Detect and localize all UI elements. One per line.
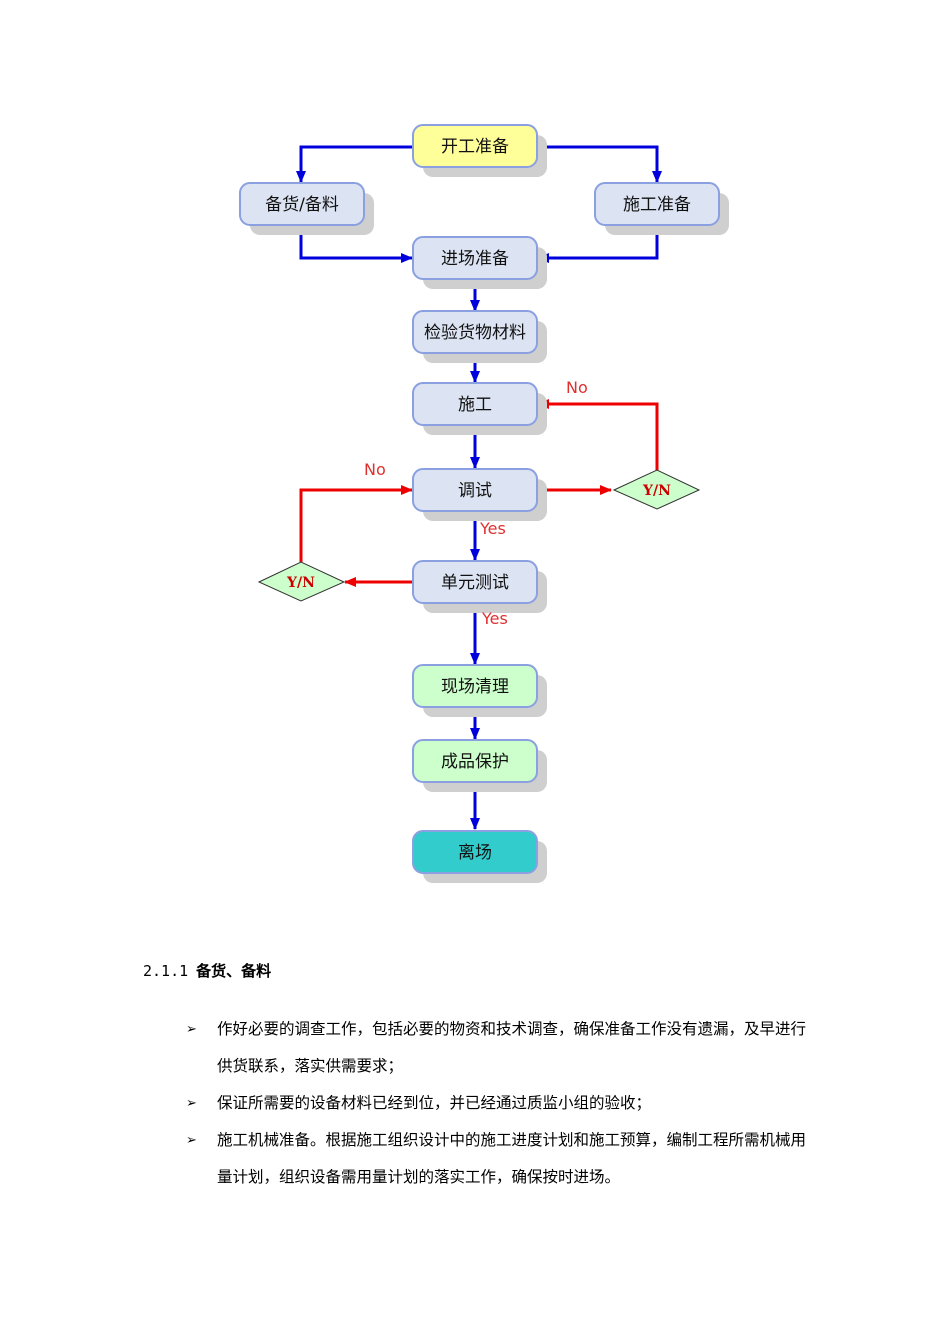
node-leave-label: 离场 (458, 843, 492, 863)
node-start-label: 开工准备 (441, 137, 509, 157)
bullet-text: 作好必要的调查工作，包括必要的物资和技术调查，确保准备工作没有遗漏，及早进行供货… (217, 1020, 807, 1075)
list-item: ➢ 作好必要的调查工作，包括必要的物资和技术调查，确保准备工作没有遗漏，及早进行… (186, 1011, 816, 1085)
arrow-decision-to-construct (537, 399, 659, 470)
section-number: 2.1.1 (143, 962, 189, 980)
bullet-list: ➢ 作好必要的调查工作，包括必要的物资和技术调查，确保准备工作没有遗漏，及早进行… (186, 1011, 816, 1196)
list-item: ➢ 保证所需要的设备材料已经到位，并已经通过质监小组的验收； (186, 1085, 816, 1122)
edge-label-no-top: No (566, 378, 588, 397)
section-title: 备货、备料 (196, 962, 272, 980)
node-cleanup: 现场清理 (412, 664, 547, 717)
node-prep-label: 施工准备 (623, 195, 691, 215)
node-debug-label: 调试 (458, 481, 492, 501)
list-item: ➢ 施工机械准备。根据施工组织设计中的施工进度计划和施工预算，编制工程所需机械用… (186, 1122, 816, 1196)
loop-arrows (299, 399, 659, 587)
node-inspect-label: 检验货物材料 (424, 323, 526, 343)
node-inspect: 检验货物材料 (412, 310, 547, 363)
arrow-start-to-stock (296, 145, 415, 183)
node-stock: 备货/备料 (239, 182, 374, 235)
node-construct-label: 施工 (458, 395, 492, 415)
section-heading: 2.1.1 备货、备料 (143, 960, 271, 981)
bullet-text: 保证所需要的设备材料已经到位，并已经通过质监小组的验收； (217, 1094, 652, 1112)
bullet-arrow-icon: ➢ (186, 1096, 197, 1111)
node-enter-label: 进场准备 (441, 249, 509, 269)
node-enter: 进场准备 (412, 236, 547, 289)
node-start: 开工准备 (412, 124, 547, 177)
node-protect-label: 成品保护 (441, 752, 509, 772)
node-protect: 成品保护 (412, 739, 547, 792)
node-prep: 施工准备 (594, 182, 729, 235)
node-construct: 施工 (412, 382, 547, 435)
decision-right-label: Y/N (642, 483, 671, 499)
arrow-stock-to-enter (299, 225, 413, 263)
bullet-arrow-icon: ➢ (186, 1022, 197, 1037)
edge-label-no-left: No (364, 460, 386, 479)
node-debug: 调试 (412, 468, 547, 521)
node-unit-test-label: 单元测试 (441, 573, 509, 593)
arrow-decision-to-debug (299, 485, 413, 562)
decision-left-label: Y/N (286, 575, 315, 591)
node-leave: 离场 (412, 830, 547, 883)
bullet-text: 施工机械准备。根据施工组织设计中的施工进度计划和施工预算，编制工程所需机械用量计… (217, 1131, 807, 1186)
edge-label-yes-1: Yes (479, 519, 506, 538)
arrow-prep-to-enter (537, 225, 659, 263)
bullet-arrow-icon: ➢ (186, 1133, 197, 1148)
node-stock-label: 备货/备料 (265, 195, 339, 215)
decision-left: Y/N (257, 561, 346, 602)
decision-right: Y/N (612, 469, 701, 510)
node-unit-test: 单元测试 (412, 560, 547, 613)
construction-flowchart: 开工准备 备货/备料 施工准备 进场准备 检验货物材料 施工 调试 单元测试 现 (239, 124, 729, 883)
arrow-start-to-prep (535, 145, 662, 183)
edge-label-yes-2: Yes (481, 609, 508, 628)
node-cleanup-label: 现场清理 (441, 677, 509, 697)
